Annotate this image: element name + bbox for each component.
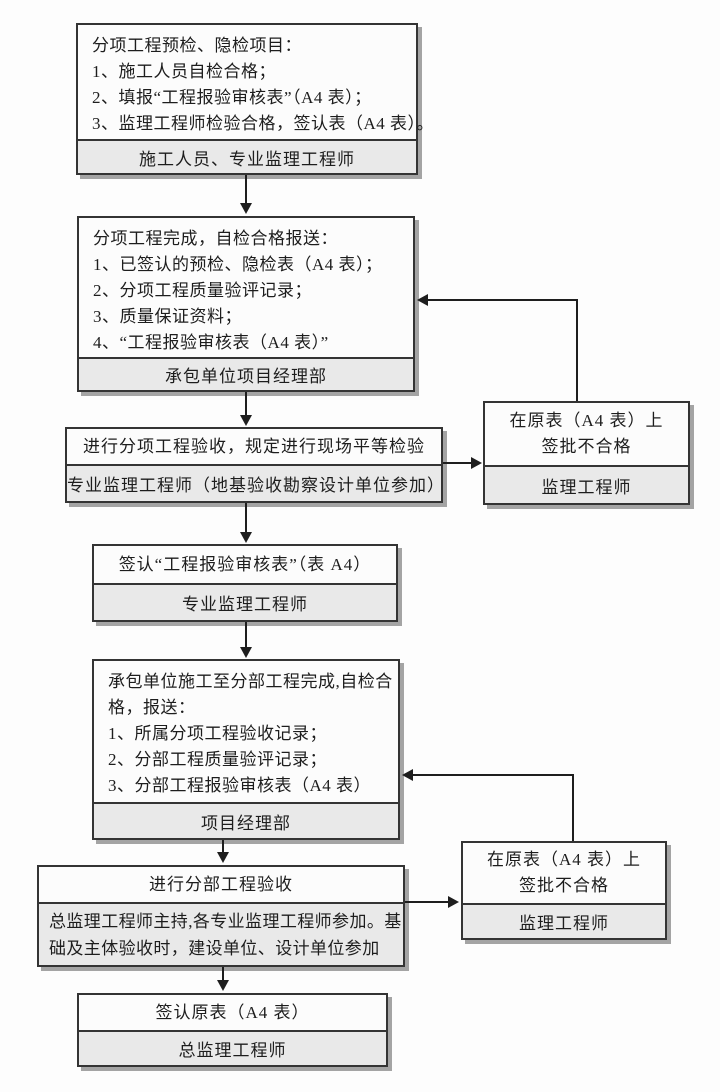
arrow-down-icon bbox=[217, 980, 229, 991]
step-responsible-label: 监理工程师 bbox=[463, 903, 665, 938]
step-body: 进行分部工程验收 bbox=[39, 867, 403, 902]
step-reject-on-form-2: 在原表（A4 表）上 签批不合格 监理工程师 bbox=[461, 841, 667, 940]
step-text-line: 在原表（A4 表）上 bbox=[486, 850, 642, 869]
arrow-down-icon bbox=[240, 532, 252, 543]
step-text-line: 签认原表（A4 表） bbox=[155, 1002, 310, 1022]
step-text-line: 签批不合格 bbox=[541, 437, 632, 456]
step-sign-review-form: 签认“工程报验审核表”（表 A4） 专业监理工程师 bbox=[92, 544, 398, 622]
feedback-reject2-horizontal bbox=[413, 774, 574, 776]
step-text-line: 2、分项工程质量验评记录； bbox=[93, 281, 312, 300]
step-text-line: 分项工程完成，自检合格报送： bbox=[93, 229, 338, 248]
step-text-line: 承包单位施工至分部工程完成,自检合 bbox=[108, 672, 393, 691]
step-body: 进行分项工程验收，规定进行现场平等检验 bbox=[67, 429, 441, 464]
step-text-line: 4、“工程报验审核表（A4 表）” bbox=[93, 333, 329, 352]
step-text-line: 3、质量保证资料； bbox=[93, 307, 242, 326]
arrow-right-icon bbox=[471, 457, 482, 469]
step-body: 签认原表（A4 表） bbox=[79, 995, 386, 1030]
connector-step6-reject2-stem bbox=[405, 901, 449, 903]
step-text-line: 1、已签认的预检、隐检表（A4 表）； bbox=[93, 255, 383, 274]
arrow-left-icon bbox=[402, 769, 413, 781]
connector-step2-step3-stem bbox=[245, 392, 247, 417]
connector-step3-step4-stem bbox=[245, 503, 247, 533]
step-responsible-label: 专业监理工程师 bbox=[94, 583, 396, 620]
step-text-line: 进行分部工程验收 bbox=[149, 874, 293, 894]
arrow-down-icon bbox=[240, 647, 252, 658]
step-subitem-complete-submit: 分项工程完成，自检合格报送： 1、已签认的预检、隐检表（A4 表）； 2、分项工… bbox=[77, 216, 415, 392]
arrow-down-icon bbox=[217, 852, 229, 863]
step-text-line: 格，报送： bbox=[108, 698, 196, 717]
step-text-line: 2、填报“工程报验审核表”（A4 表）； bbox=[92, 88, 372, 107]
arrow-down-icon bbox=[240, 203, 252, 214]
step-body: 承包单位施工至分部工程完成,自检合 格，报送： 1、所属分项工程验收记录； 2、… bbox=[94, 661, 398, 802]
arrow-down-icon bbox=[240, 415, 252, 426]
connector-step5-step6-stem bbox=[222, 840, 224, 853]
step-responsible-label: 总监理工程师主持,各专业监理工程师参加。基 础及主体验收时，建设单位、设计单位参… bbox=[39, 902, 403, 965]
step-text-line: 3、分部工程报验审核表（A4 表） bbox=[108, 776, 372, 795]
feedback-reject2-vertical bbox=[572, 774, 574, 841]
step-body: 在原表（A4 表）上 签批不合格 bbox=[485, 403, 688, 465]
step-text-line: 签批不合格 bbox=[519, 876, 609, 895]
step-text-line: 3、监理工程师检验合格，签认表（A4 表）。 bbox=[92, 114, 435, 133]
step-body: 分项工程完成，自检合格报送： 1、已签认的预检、隐检表（A4 表）； 2、分项工… bbox=[79, 218, 413, 357]
arrow-right-icon bbox=[448, 896, 459, 908]
step-text-line: 分项工程预检、隐检项目： bbox=[92, 36, 302, 55]
step-responsible-label: 承包单位项目经理部 bbox=[79, 357, 413, 390]
step-division-acceptance: 进行分部工程验收 总监理工程师主持,各专业监理工程师参加。基 础及主体验收时，建… bbox=[37, 865, 405, 967]
step-text-line: 总监理工程师主持,各专业监理工程师参加。基 bbox=[49, 911, 402, 931]
arrow-left-icon bbox=[417, 294, 428, 306]
connector-step3-reject1-stem bbox=[443, 462, 473, 464]
step-text-line: 2、分部工程质量验评记录； bbox=[108, 750, 327, 769]
feedback-reject1-horizontal bbox=[428, 299, 578, 301]
step-text-line: 签认“工程报验审核表”（表 A4） bbox=[118, 554, 372, 574]
connector-step1-step2-stem bbox=[245, 175, 247, 205]
step-responsible-label: 专业监理工程师（地基验收勘察设计单位参加） bbox=[67, 464, 444, 501]
step-text-line: 1、施工人员自检合格； bbox=[92, 62, 276, 81]
step-pre-inspection-items: 分项工程预检、隐检项目： 1、施工人员自检合格； 2、填报“工程报验审核表”（A… bbox=[76, 23, 435, 175]
connector-step6-step7-stem bbox=[222, 967, 224, 981]
step-sign-original-form: 签认原表（A4 表） 总监理工程师 bbox=[77, 993, 388, 1067]
step-responsible-label: 项目经理部 bbox=[94, 802, 398, 838]
step-reject-on-form-1: 在原表（A4 表）上 签批不合格 监理工程师 bbox=[483, 401, 690, 505]
step-text-line: 进行分项工程验收，规定进行现场平等检验 bbox=[83, 436, 425, 456]
step-subitem-acceptance: 进行分项工程验收，规定进行现场平等检验 专业监理工程师（地基验收勘察设计单位参加… bbox=[65, 427, 444, 503]
connector-step4-step5-stem bbox=[245, 622, 247, 649]
step-body: 签认“工程报验审核表”（表 A4） bbox=[94, 546, 396, 583]
step-text-line: 1、所属分项工程验收记录； bbox=[108, 724, 327, 743]
step-body: 在原表（A4 表）上 签批不合格 bbox=[463, 843, 665, 903]
step-body: 分项工程预检、隐检项目： 1、施工人员自检合格； 2、填报“工程报验审核表”（A… bbox=[78, 25, 435, 139]
step-responsible-label: 监理工程师 bbox=[485, 465, 688, 503]
feedback-reject1-vertical bbox=[576, 299, 578, 401]
step-text-line: 础及主体验收时，建设单位、设计单位参加 bbox=[49, 938, 380, 958]
step-responsible-label: 施工人员、专业监理工程师 bbox=[78, 139, 416, 173]
step-responsible-label: 总监理工程师 bbox=[79, 1030, 386, 1065]
step-division-complete-submit: 承包单位施工至分部工程完成,自检合 格，报送： 1、所属分项工程验收记录； 2、… bbox=[92, 659, 400, 840]
step-text-line: 在原表（A4 表）上 bbox=[509, 411, 664, 430]
